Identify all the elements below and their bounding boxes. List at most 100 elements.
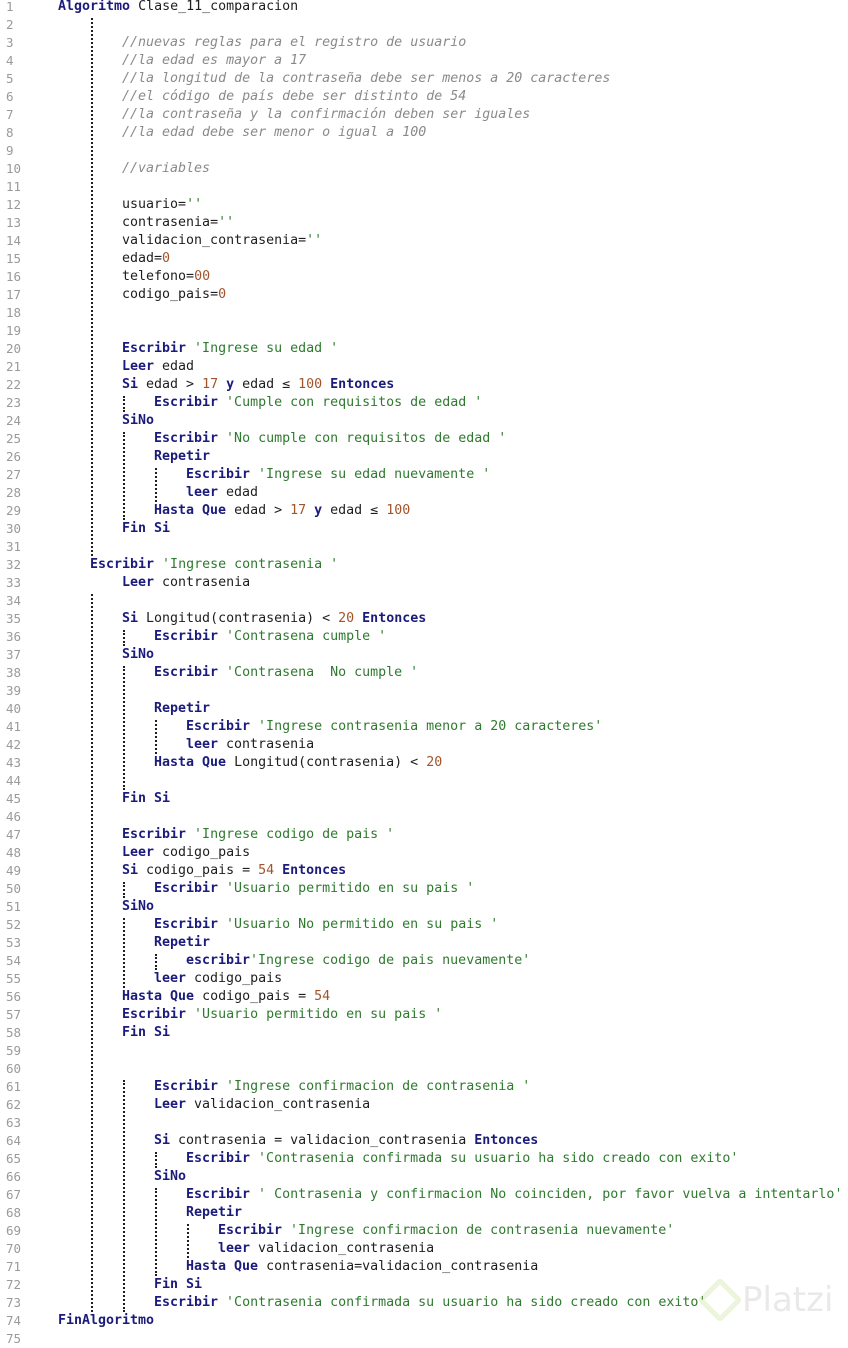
keyword: Escribir: [90, 557, 155, 572]
code-line[interactable]: 7//la contraseña y la confirmación deben…: [0, 106, 848, 124]
line-number: 72: [6, 1277, 22, 1292]
code-line[interactable]: 5//la longitud de la contraseña debe ser…: [0, 70, 848, 88]
code-text: Clase_11_comparacion: [130, 0, 299, 14]
keyword: Escribir: [154, 395, 219, 410]
code-line[interactable]: 10//variables: [0, 160, 848, 178]
code-line[interactable]: 63: [0, 1114, 848, 1132]
line-number: 21: [6, 359, 22, 374]
code-line[interactable]: 59: [0, 1042, 848, 1060]
line-number: 58: [6, 1025, 22, 1040]
line-number: 56: [6, 989, 22, 1004]
keyword: Hasta Que: [154, 503, 227, 518]
string-literal: 'Ingrese contrasenia menor a 20 caracter…: [250, 719, 603, 734]
code-content: Escribir ' Contrasenia y confirmacion No…: [186, 1186, 842, 1204]
code-line[interactable]: 6//el código de país debe ser distinto d…: [0, 88, 848, 106]
code-line[interactable]: 8//la edad debe ser menor o igual a 100: [0, 124, 848, 142]
line-number: 61: [6, 1079, 22, 1094]
code-line[interactable]: 60: [0, 1060, 848, 1078]
code-line[interactable]: 4//la edad es mayor a 17: [0, 52, 848, 70]
line-number: 73: [6, 1295, 22, 1310]
indent-guide: [123, 432, 125, 520]
line-number: 31: [6, 539, 22, 554]
keyword: Escribir: [154, 665, 219, 680]
line-number: 26: [6, 449, 22, 464]
line-number: 41: [6, 719, 22, 734]
code-line[interactable]: 44: [0, 772, 848, 790]
code-line[interactable]: 39: [0, 682, 848, 700]
code-line[interactable]: 46: [0, 808, 848, 826]
code-line[interactable]: 31: [0, 538, 848, 556]
code-line[interactable]: 19: [0, 322, 848, 340]
code-line[interactable]: 75: [0, 1330, 848, 1348]
number-literal: 0: [162, 251, 171, 266]
code-line[interactable]: 9: [0, 142, 848, 160]
code-line[interactable]: 3//nuevas reglas para el registro de usu…: [0, 34, 848, 52]
line-number: 28: [6, 485, 22, 500]
code-line[interactable]: 11: [0, 178, 848, 196]
code-line[interactable]: 18: [0, 304, 848, 322]
code-line[interactable]: 34: [0, 592, 848, 610]
code-content: Leer validacion_contrasenia: [154, 1096, 370, 1114]
line-number: 69: [6, 1223, 22, 1238]
line-number: 4: [6, 53, 14, 68]
code-content: Leer codigo_pais: [122, 844, 250, 862]
keyword: escribir: [186, 953, 251, 968]
indent-guide: [155, 1188, 157, 1276]
code-line[interactable]: 2: [0, 16, 848, 34]
